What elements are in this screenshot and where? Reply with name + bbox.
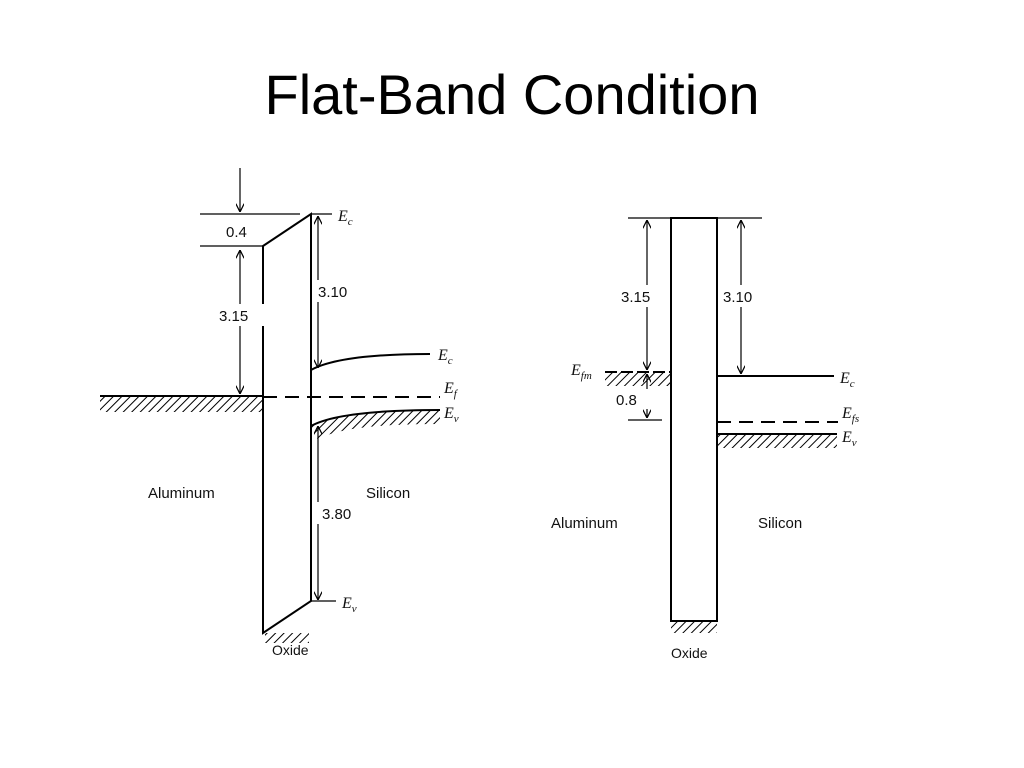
- slide-title: Flat-Band Condition: [264, 63, 760, 126]
- right-ec-label: Ec: [839, 370, 855, 390]
- right-oxide-hatch: [671, 621, 717, 633]
- right-aluminum-label: Aluminum: [551, 515, 618, 532]
- right-efs-label: Efs: [841, 405, 859, 425]
- right-silicon-label: Silicon: [758, 515, 802, 532]
- left-aluminum-fermi-hatch: [100, 396, 263, 412]
- right-oxide-barrier: [670, 217, 718, 622]
- left-dim-315-label: 3.15: [219, 308, 248, 325]
- right-dim-08-label: 0.8: [616, 392, 637, 409]
- left-dim-380-label: 3.80: [322, 506, 351, 523]
- left-dim-310-label: 3.10: [318, 284, 347, 301]
- right-dim-310-label: 3.10: [723, 289, 752, 306]
- left-ec-top-label: Ec: [337, 208, 353, 228]
- left-oxide-hatch: [265, 633, 309, 643]
- left-oxide-barrier: [262, 212, 312, 635]
- left-silicon-ec-band: [310, 353, 431, 371]
- left-silicon-label: Silicon: [366, 485, 410, 502]
- left-band-diagram: 0.4 3.15 3.10 3.80 Aluminum Silicon Oxid…: [100, 168, 459, 658]
- right-band-diagram: 3.15 3.10 0.8 Aluminum Silicon Oxide Efm…: [551, 217, 859, 661]
- right-efm-label: Efm: [570, 362, 592, 382]
- left-ev-bottom-label: Ev: [341, 595, 357, 615]
- left-ec-si-label: Ec: [437, 347, 453, 367]
- right-aluminum-fermi-hatch: [605, 372, 671, 386]
- right-dim-315-label: 3.15: [621, 289, 650, 306]
- left-oxide-label: Oxide: [272, 642, 309, 658]
- left-silicon-ev-hatch: [311, 410, 440, 440]
- left-ev-si-label: Ev: [443, 405, 459, 425]
- left-silicon-ev-band: [310, 409, 441, 427]
- left-dim-04-label: 0.4: [226, 224, 247, 241]
- left-ef-label: Ef: [443, 380, 459, 400]
- right-silicon-ev-hatch: [717, 434, 837, 448]
- right-oxide-label: Oxide: [671, 645, 708, 661]
- right-ev-label: Ev: [841, 429, 857, 449]
- left-aluminum-label: Aluminum: [148, 485, 215, 502]
